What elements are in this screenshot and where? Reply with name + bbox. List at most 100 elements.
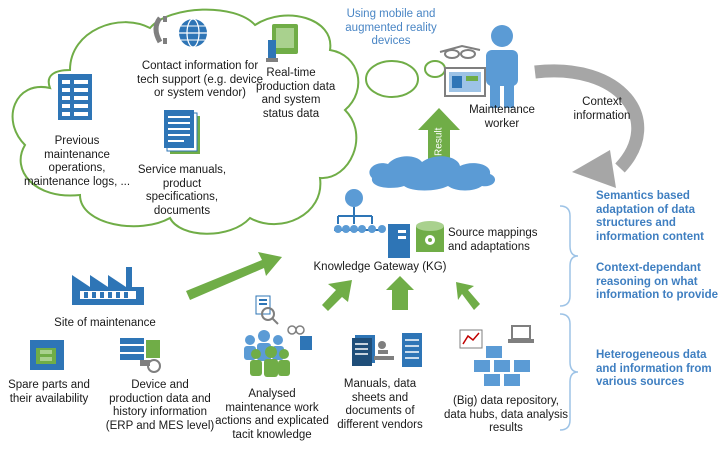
previous-line-4: maintenance logs, ... — [23, 175, 131, 188]
realtime-line-2: production data — [256, 80, 336, 93]
analysed-line-4: tacit knowledge — [232, 428, 312, 441]
contact-line-1: Contact information for — [141, 60, 259, 72]
big-data-line-3: results — [489, 422, 523, 434]
realtime-label: Real-time production data and system sta… — [256, 67, 336, 121]
worker-line-2: worker — [484, 117, 520, 130]
analysed-line-1: Analysed — [248, 388, 296, 400]
worker-label: Maintenance worker — [462, 104, 542, 131]
analysed-label: Analysed maintenance work actions and ex… — [212, 388, 332, 442]
contact-line-2: tech support (e.g. device — [137, 73, 263, 86]
heterogeneous-line-1: Heterogeneous data — [596, 349, 707, 361]
semantics-line-3: structures and — [596, 217, 676, 229]
document-icon — [164, 110, 200, 154]
spare-parts-label: Spare parts and their availability — [2, 379, 96, 406]
vendor-manuals-line-1: Manuals, data — [343, 378, 417, 390]
maintenance-log-icon — [58, 74, 92, 120]
source-mappings-line-1: Source mappings — [448, 227, 538, 239]
analysed-line-3: actions and explicated — [215, 415, 329, 427]
vendor-manuals-label: Manuals, data sheets and documents of di… — [330, 378, 430, 432]
device-data-line-4: (ERP and MES level) — [105, 419, 215, 432]
mobile-line-3: devices — [371, 35, 411, 47]
source-mappings-line-2: and adaptations — [448, 240, 530, 253]
device-data-line-1: Device and — [131, 379, 189, 391]
bigdata-arrow — [456, 282, 480, 310]
manuals-label: Service manuals, product specifications,… — [134, 164, 230, 218]
realtime-line-3: and system — [261, 94, 321, 106]
realtime-line-1: Real-time — [266, 67, 316, 79]
heterogeneous-line-3: various sources — [596, 376, 685, 388]
analysed-line-2: maintenance work — [225, 401, 319, 414]
thought-bubble-large — [365, 60, 419, 98]
semantics-line-4: information content — [596, 230, 704, 243]
context-line-1: Context — [582, 96, 622, 108]
vendor-manuals-line-4: different vendors — [337, 418, 423, 431]
mobile-line-1: Using mobile and — [346, 8, 436, 20]
server-icon — [388, 224, 410, 258]
contact-line-3: or system vendor) — [153, 87, 247, 99]
vendor-manuals-line-3: documents of — [345, 405, 415, 417]
previous-line-1: Previous — [54, 135, 100, 147]
mobile-line-2: augmented reality — [345, 21, 437, 34]
previous-label: Previous maintenance operations, mainten… — [22, 135, 132, 189]
heterogeneous-label: Heterogeneous data and information from … — [596, 349, 714, 390]
cd-icon — [120, 338, 161, 373]
context-arrowhead — [572, 150, 616, 188]
result-label: Result — [433, 127, 445, 156]
thought-bubble-small — [424, 60, 446, 78]
reasoning-line-3: information to provide — [596, 289, 718, 301]
worker-tablet-icon — [444, 67, 486, 97]
source-mappings-label: Source mappings and adaptations — [448, 227, 548, 254]
semantics-line-1: Semantics based — [596, 190, 690, 202]
globe-icon — [179, 18, 207, 48]
ar-glasses-icon — [439, 44, 481, 59]
vendor-manuals-line-2: sheets and — [351, 391, 409, 404]
manuals-line-1: Service manuals, — [137, 164, 227, 176]
vendor-arrow — [386, 276, 414, 310]
factory-icon — [72, 267, 144, 305]
people-icon — [244, 295, 312, 377]
reasoning-label: Context-dependant reasoning on what info… — [596, 262, 718, 303]
device-data-line-3: history information — [113, 406, 207, 418]
semantics-label: Semantics based adaptation of data struc… — [596, 190, 714, 244]
realtime-line-4: status data — [262, 107, 320, 120]
context-arrow — [534, 64, 645, 173]
previous-line-2: maintenance — [44, 148, 110, 161]
big-data-label: (Big) data repository, data hubs, data a… — [436, 395, 576, 436]
big-data-line-2: data hubs, data analysis — [443, 408, 569, 421]
mobile-devices-label: Using mobile and augmented reality devic… — [338, 8, 444, 49]
manuals-line-2: product — [162, 177, 202, 190]
heterogeneous-line-2: and information from — [596, 362, 712, 375]
kg-cloud — [369, 156, 496, 191]
laptop-icon — [508, 325, 534, 343]
spare-parts-line-1: Spare parts and — [8, 379, 90, 391]
analysed-arrow — [322, 280, 352, 311]
spare-parts-line-2: their availability — [9, 392, 89, 405]
device-data-label: Device and production data and history i… — [100, 379, 220, 433]
worker-icon — [486, 25, 518, 108]
vendor-docs-icon — [352, 333, 422, 367]
worker-line-1: Maintenance — [469, 104, 535, 116]
data-repository-icon — [474, 346, 530, 386]
site-to-kg-arrow — [186, 252, 282, 300]
context-line-2: information — [573, 109, 631, 122]
reasoning-line-1: Context-dependant — [596, 262, 701, 274]
result-arrow — [418, 108, 460, 160]
upper-brace — [559, 205, 579, 307]
database-icon — [416, 221, 444, 252]
tablet-icon — [266, 24, 298, 62]
manuals-line-4: documents — [153, 204, 211, 217]
context-label: Context information — [562, 96, 642, 123]
site-label: Site of maintenance — [54, 317, 156, 329]
sparepart-icon — [30, 340, 64, 370]
semantics-line-2: adaptation of data — [596, 203, 696, 216]
big-data-line-1: (Big) data repository, — [453, 395, 559, 407]
manuals-line-3: specifications, — [145, 191, 219, 203]
previous-line-3: operations, — [48, 162, 106, 174]
hierarchy-icon — [334, 189, 386, 233]
phone-icon — [153, 16, 167, 44]
lower-brace — [559, 313, 579, 431]
reasoning-line-2: reasoning on what — [596, 275, 698, 288]
kg-label: Knowledge Gateway (KG) — [313, 261, 447, 273]
